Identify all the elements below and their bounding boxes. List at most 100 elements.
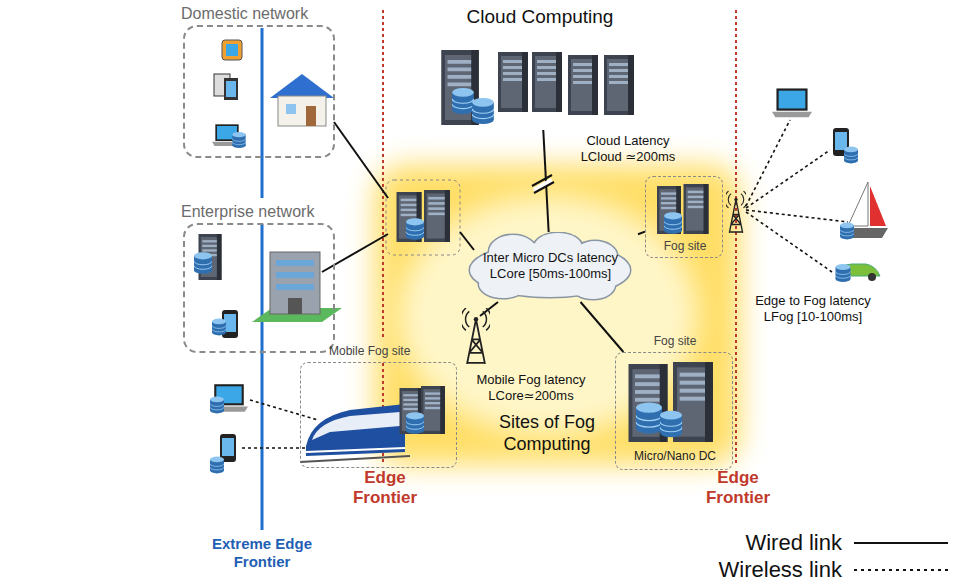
wired-links — [334, 122, 388, 198]
left-fog-site — [406, 218, 424, 240]
latency-note: Edge to Fog latency LFog [10-100ms] — [742, 293, 884, 324]
wired-links — [322, 234, 388, 272]
link-break — [532, 175, 554, 193]
legend-text: Wired link — [745, 530, 842, 556]
frontier-lines — [735, 10, 737, 465]
wireless-links — [746, 212, 832, 272]
cloud-servers — [498, 52, 528, 112]
enterprise-devices — [288, 298, 302, 314]
domestic-devices — [224, 78, 238, 100]
cloud-servers — [568, 55, 598, 115]
domestic-devices — [232, 132, 245, 148]
node-heading: Domestic network — [181, 4, 351, 23]
edge-devices — [844, 147, 858, 164]
left-fog-site — [386, 180, 460, 255]
node-text: Micro/Nano DC — [616, 449, 734, 463]
legend-row: Wireless link — [560, 557, 950, 583]
mobile-fog-site — [306, 404, 405, 456]
legend-sample — [854, 538, 950, 548]
edge-devices — [210, 457, 224, 474]
legend-line — [854, 569, 948, 571]
enterprise-devices — [276, 284, 314, 290]
micro-dc — [629, 362, 714, 442]
mobile-fog-site — [461, 308, 492, 364]
node-heading: Sites of Fog Computing — [481, 412, 613, 455]
node-heading: Fog site — [646, 239, 724, 253]
mobile-fog-box: Mobile Fog site — [300, 362, 457, 468]
wireless-links — [242, 120, 848, 448]
mobile-fog-site — [421, 386, 445, 434]
mobile-fog-site — [406, 412, 424, 434]
cloud-servers — [532, 52, 562, 112]
network-group: Enterprise network — [183, 223, 335, 353]
wireless-links — [242, 447, 312, 449]
node-heading: Enterprise network — [181, 202, 351, 221]
domestic-devices — [212, 40, 334, 148]
edge-devices — [836, 264, 851, 282]
mobile-fog-site — [306, 448, 405, 452]
edge-label: Cloud Latency LCloud ≃200ms — [566, 133, 690, 164]
core-cloud: Inter Micro DCs latency LCore [50ms-100m… — [463, 232, 638, 302]
enterprise-devices — [194, 252, 212, 274]
wired-link — [581, 302, 624, 352]
edge-devices — [848, 182, 868, 226]
frontier-label: Edge Frontier — [696, 468, 780, 509]
enterprise-devices — [276, 272, 314, 278]
domestic-devices — [286, 104, 296, 114]
fog-site-box: Fog siteMicro/Nano DC — [615, 352, 733, 470]
frontier-label: Extreme Edge Frontier — [186, 535, 338, 571]
enterprise-devices — [270, 252, 320, 314]
fog-glow — [375, 165, 740, 465]
micro-dc — [660, 411, 682, 437]
edge-devices — [210, 397, 224, 414]
wireless-links — [746, 150, 830, 208]
fog-region: Inter Micro DCs latency LCore [50ms-100m… — [355, 158, 740, 473]
mobile-fog-site — [300, 456, 410, 462]
cloud-servers — [604, 55, 634, 115]
domestic-devices — [270, 74, 334, 98]
legend-text: Wireless link — [719, 557, 842, 583]
cloud-servers — [441, 50, 634, 125]
left-fog-site — [424, 190, 450, 242]
wired-links — [460, 232, 474, 250]
left-fog-site — [386, 180, 460, 255]
edge-devices — [210, 88, 888, 473]
domestic-devices — [278, 96, 326, 126]
mobile-fog-site — [312, 412, 400, 440]
edge-devices — [868, 273, 876, 281]
node-heading: Cloud Computing — [430, 6, 650, 29]
frontier-label: Edge Frontier — [343, 468, 427, 509]
edge-devices — [870, 186, 886, 226]
edge-devices — [772, 88, 812, 117]
legend-line — [854, 542, 948, 544]
legend-sample — [854, 565, 950, 575]
wireless-links — [250, 400, 318, 420]
enterprise-devices — [276, 260, 314, 266]
link-break — [532, 175, 554, 193]
micro-dc — [636, 402, 662, 433]
domestic-devices — [306, 106, 316, 126]
enterprise-devices — [212, 319, 226, 336]
right-fog-site — [657, 186, 681, 234]
enterprise-devices — [194, 234, 342, 338]
fog-site-box: Fog site — [645, 176, 723, 258]
legend-row: Wired link — [560, 530, 950, 556]
mobile-fog-site — [300, 308, 491, 462]
cloud-servers — [472, 98, 494, 124]
domestic-devices — [222, 40, 242, 60]
node-heading: Inter Micro DCs latency LCore [50ms-100m… — [471, 250, 630, 281]
domestic-devices — [226, 81, 236, 97]
right-fog-site — [664, 212, 682, 234]
node-heading: Mobile Fog site — [329, 344, 457, 358]
node-heading: Fog site — [616, 334, 734, 348]
edge-devices — [840, 223, 854, 240]
wired-link — [638, 232, 645, 235]
latency-note: Mobile Fog latency LCore≃200ms — [456, 372, 606, 403]
network-group: Domestic network — [183, 25, 335, 158]
frontier-lines — [261, 28, 264, 530]
wired-links — [322, 122, 498, 316]
right-fog-site — [725, 191, 748, 233]
fog-glow — [375, 165, 740, 465]
right-fog-site — [657, 184, 747, 234]
